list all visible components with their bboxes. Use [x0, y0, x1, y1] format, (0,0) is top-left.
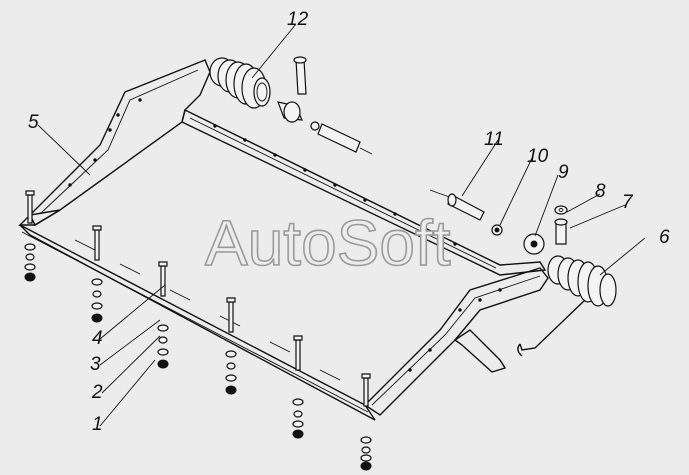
callout-3: 3: [90, 354, 101, 375]
callout-9: 9: [558, 162, 569, 183]
callout-4: 4: [92, 328, 103, 349]
fastener-stack: [157, 261, 169, 369]
callout-6: 6: [659, 227, 670, 248]
frame-assembly: [18, 59, 549, 421]
pin-upper: [277, 56, 373, 155]
callout-10: 10: [527, 146, 549, 167]
fastener-stack: [91, 225, 103, 323]
spring-right: [517, 255, 617, 357]
callout-1: 1: [92, 414, 103, 435]
callout-2: 2: [91, 382, 103, 403]
washer-10: [491, 224, 503, 236]
watermark: AutoSoft: [205, 207, 451, 279]
fastener-stack: [292, 335, 304, 439]
leader-lines: [37, 23, 646, 427]
callout-7: 7: [622, 192, 634, 213]
spring-upper: [209, 57, 271, 109]
fastener-stack: [24, 190, 36, 282]
callout-5: 5: [28, 112, 39, 133]
callout-8: 8: [595, 181, 606, 202]
fastener-stack: [360, 373, 372, 471]
pin-7: [554, 218, 568, 245]
callout-11: 11: [484, 129, 504, 150]
fastener-stack: [225, 297, 237, 395]
callout-12: 12: [287, 9, 309, 30]
callout-labels: 1 2 3 4 5 6 7 8 9 10 11 12: [28, 9, 670, 435]
washer-8: [554, 205, 568, 215]
fastener-stack-group: [24, 190, 372, 471]
bolt-11: [429, 189, 485, 221]
bushing-9: [523, 233, 545, 255]
